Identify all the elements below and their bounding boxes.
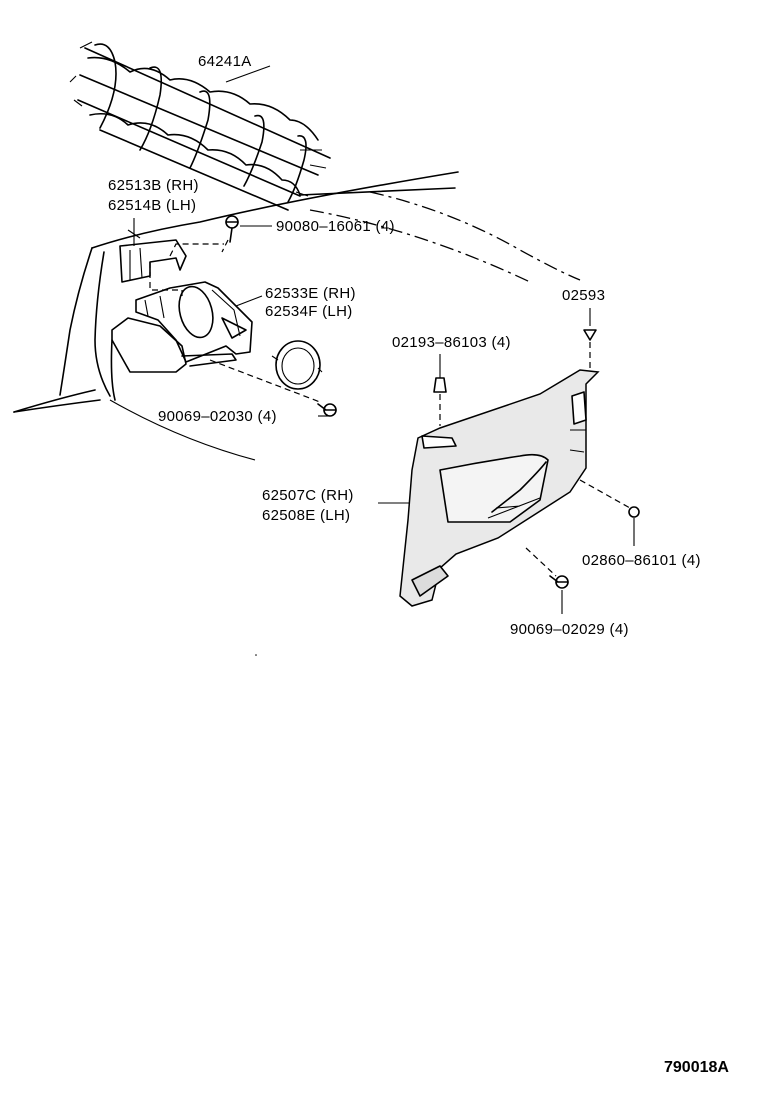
label-62533e: 62533E (RH) [265,285,356,302]
leader-dashed-speaker [209,359,321,403]
clip-02193-icon [433,354,447,426]
label-02860-86101: 02860–86101 (4) [582,552,701,569]
clip-02593-icon [583,308,597,370]
label-90080-16061: 90080–16061 (4) [276,218,395,235]
speaker-box-drawing [135,281,263,363]
label-62508e: 62508E (LH) [262,507,350,524]
label-02193-86103: 02193–86103 (4) [392,334,511,351]
vehicle-body-outline [13,171,581,461]
label-90069-02030: 90069–02030 (4) [158,408,277,425]
label-62534f: 62534F (LH) [265,303,353,320]
label-64241a: 64241A [198,53,252,70]
label-62514b: 62514B (LH) [108,197,196,214]
screw-90069-a-icon [317,403,337,417]
screw-90080-icon [221,215,272,253]
lower-quarter-trim-drawing [110,317,237,401]
quarter-trim-panel-drawing [378,369,631,607]
stray-dot [255,654,257,656]
screw-02860-icon [628,506,640,546]
cargo-net-drawing [69,41,331,211]
label-62507c: 62507C (RH) [262,487,354,504]
figure-code: 790018A [664,1059,729,1076]
label-62513b: 62513B (RH) [108,177,199,194]
screw-90069-b-icon [549,575,569,614]
label-90069-02029: 90069–02029 (4) [510,621,629,638]
label-02593: 02593 [562,287,605,304]
speaker-grille-ring [271,340,323,390]
